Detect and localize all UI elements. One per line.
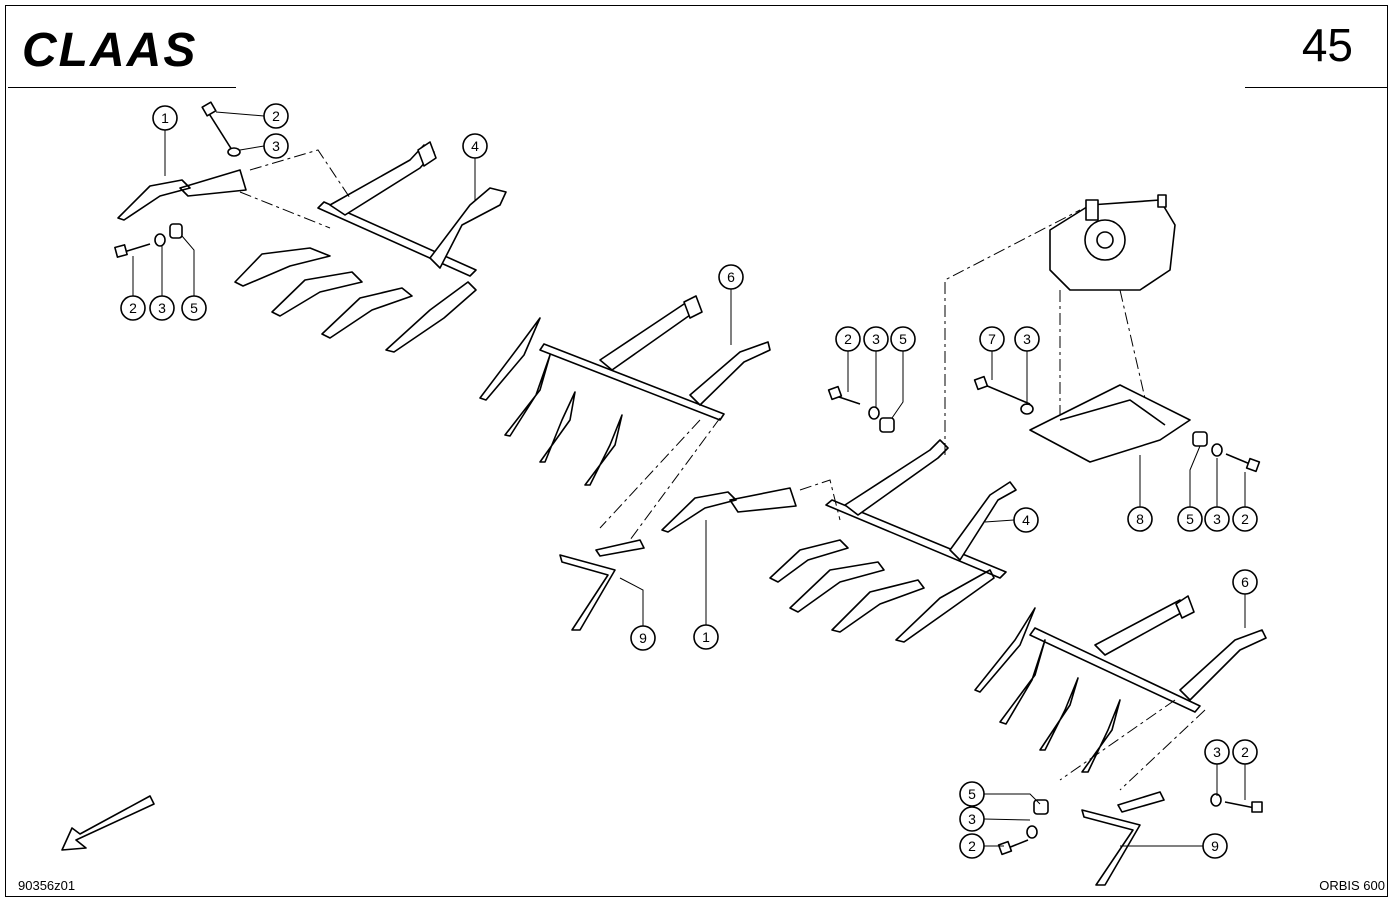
callout-3b: 3 [149, 295, 175, 321]
svg-text:3: 3 [1213, 744, 1221, 760]
callout-2c: 2 [835, 326, 861, 352]
brand-logo-text: CLAAS [22, 24, 197, 70]
callout-3g: 3 [959, 806, 985, 832]
svg-text:4: 4 [1022, 512, 1030, 528]
svg-text:3: 3 [968, 811, 976, 827]
callout-2e: 2 [1232, 739, 1258, 765]
svg-text:5: 5 [190, 300, 198, 316]
page-frame [5, 5, 1388, 897]
tine-carrier-assembly-top-left [114, 101, 507, 353]
callout-3c: 3 [863, 326, 889, 352]
svg-text:1: 1 [161, 110, 169, 126]
svg-text:9: 9 [639, 630, 647, 646]
callout-2d: 2 [1232, 506, 1258, 532]
svg-text:2: 2 [844, 331, 852, 347]
callout-leaders [132, 111, 1246, 847]
svg-text:2: 2 [272, 108, 280, 124]
svg-text:5: 5 [1186, 511, 1194, 527]
callout-1: 1 [152, 105, 178, 131]
svg-text:6: 6 [1241, 574, 1249, 590]
svg-text:3: 3 [272, 138, 280, 154]
callout-4: 4 [462, 133, 488, 159]
svg-text:2: 2 [1241, 511, 1249, 527]
svg-text:5: 5 [899, 331, 907, 347]
svg-text:7: 7 [988, 331, 996, 347]
model-name: ORBIS 600 [1319, 878, 1385, 893]
rake-tine-assembly-middle [479, 295, 771, 631]
guard-plate-part-8 [827, 375, 1261, 473]
svg-text:2: 2 [1241, 744, 1249, 760]
svg-text:3: 3 [1213, 511, 1221, 527]
page-number: 45 [1301, 19, 1353, 71]
gearbox-housing [1049, 194, 1176, 421]
callout-3d: 3 [1014, 326, 1040, 352]
callout-5: 5 [181, 295, 207, 321]
svg-text:8: 8 [1136, 511, 1144, 527]
svg-text:3: 3 [1023, 331, 1031, 347]
callout-2: 2 [263, 103, 289, 129]
callout-5c: 5 [1177, 506, 1203, 532]
header-rule-right [1245, 87, 1388, 88]
svg-text:4: 4 [471, 138, 479, 154]
drawing-id: 90356z01 [18, 878, 76, 893]
header-rule-left [8, 87, 236, 88]
callout-6b: 6 [1232, 569, 1258, 595]
callout-6: 6 [718, 264, 744, 290]
rake-tine-assembly-bottom-right [974, 595, 1267, 886]
callout-3: 3 [263, 133, 289, 159]
svg-text:2: 2 [968, 838, 976, 854]
svg-text:5: 5 [968, 786, 976, 802]
callout-3f: 3 [1204, 739, 1230, 765]
svg-text:3: 3 [158, 300, 166, 316]
tine-carrier-assembly-center [661, 209, 1081, 643]
svg-text:6: 6 [727, 269, 735, 285]
svg-text:9: 9 [1211, 838, 1219, 854]
callout-5d: 5 [959, 781, 985, 807]
callout-2f: 2 [959, 833, 985, 859]
callout-9b: 9 [1202, 833, 1228, 859]
brand-logo: CLAAS [22, 24, 197, 70]
callout-3e: 3 [1204, 506, 1230, 532]
callout-5b: 5 [890, 326, 916, 352]
callout-4b: 4 [1013, 507, 1039, 533]
callout-7: 7 [979, 326, 1005, 352]
callout-8: 8 [1127, 506, 1153, 532]
callout-1b: 1 [693, 624, 719, 650]
orientation-arrow-icon [61, 795, 155, 851]
callout-9: 9 [630, 625, 656, 651]
callout-2b: 2 [120, 295, 146, 321]
svg-text:1: 1 [702, 629, 710, 645]
svg-text:3: 3 [872, 331, 880, 347]
svg-text:2: 2 [129, 300, 137, 316]
